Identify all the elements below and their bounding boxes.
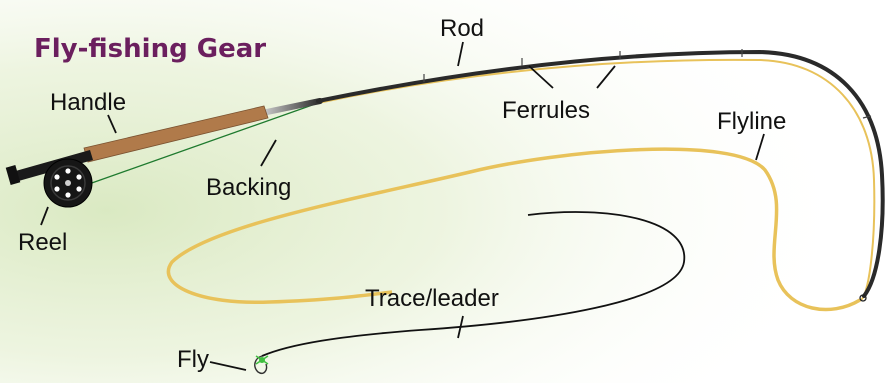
rod-blank [316, 49, 885, 298]
ferrules-pointer [528, 65, 554, 89]
rod-pointer [457, 41, 464, 67]
backing-pointer [260, 139, 277, 167]
label-flyline: Flyline [717, 108, 786, 135]
label-trace-leader: Trace/leader [365, 285, 499, 312]
fly-pointer [209, 361, 247, 371]
fly-icon [254, 355, 269, 374]
backing-line [71, 102, 319, 191]
reel-pointer [40, 206, 49, 226]
ferrule-mark [862, 115, 872, 119]
butt-cap [5, 164, 21, 186]
rod-tip-eye [859, 294, 867, 302]
flyline-loop [166, 147, 861, 312]
trace-leader-pointer [457, 315, 464, 339]
flyline [317, 58, 876, 301]
label-ferrules: Ferrules [502, 97, 590, 124]
reel-icon [43, 158, 93, 208]
flyline-pointer [755, 133, 765, 161]
handle-pointer [107, 114, 117, 134]
rod-blank-lower [259, 98, 323, 116]
label-backing: Backing [206, 174, 291, 201]
label-rod: Rod [440, 15, 484, 42]
diagram-title: Fly-fishing Gear [34, 34, 266, 64]
trace-leader [261, 211, 685, 357]
label-reel: Reel [18, 229, 67, 256]
label-fly: Fly [177, 346, 209, 373]
ferrules-pointer [596, 65, 616, 89]
label-handle: Handle [50, 89, 126, 116]
